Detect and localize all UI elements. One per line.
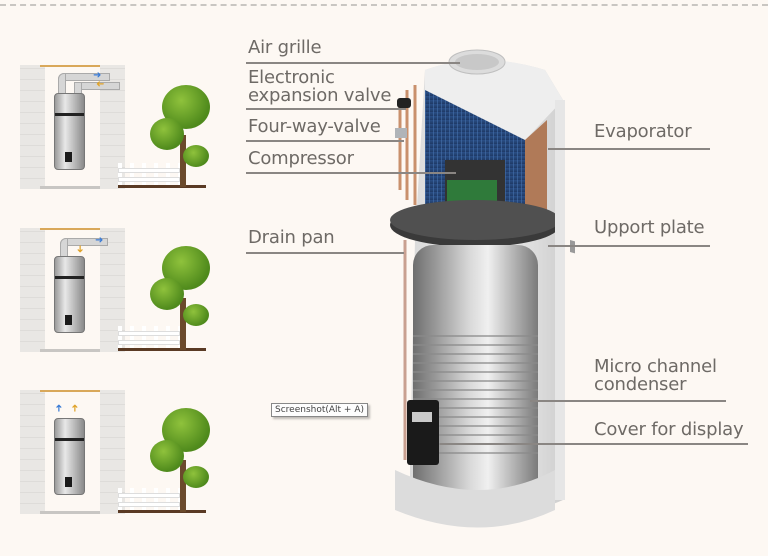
leader-air-grille: [246, 62, 460, 64]
label-support-plate: Upport plate: [594, 217, 705, 238]
leader-evaporator: [548, 148, 710, 150]
base: [395, 470, 555, 528]
ceiling-line: [40, 65, 100, 67]
ground: [118, 510, 206, 513]
water-heater-tank: [54, 418, 85, 495]
support-plate-tab: [570, 240, 575, 254]
leader-compressor: [246, 172, 456, 174]
water-heater-tank: [54, 93, 85, 170]
install-scene-3: ➜ ➜: [0, 380, 210, 520]
arrow-right-blue-icon: ➜: [95, 235, 104, 246]
leader-four-way-valve: [246, 140, 404, 142]
leader-micro-channel-condenser: [530, 400, 726, 402]
label-micro-channel-condenser-1: Micro channel: [594, 356, 717, 377]
tree-foliage-icon: [183, 145, 209, 167]
heat-pump-cutaway: [390, 49, 575, 528]
label-four-way-valve: Four-way-valve: [248, 116, 381, 137]
label-air-grille: Air grille: [248, 37, 322, 58]
wall-left: [20, 228, 45, 352]
top-cap: [425, 60, 563, 140]
leader-support-plate: [548, 245, 710, 247]
shell-edge: [555, 100, 565, 500]
tree-foliage-icon: [183, 304, 209, 326]
ceiling-line: [40, 390, 100, 392]
install-scene-2: ➜ ➜: [0, 218, 210, 358]
fence: [118, 488, 180, 510]
wall-left: [20, 390, 45, 514]
fence: [118, 163, 180, 185]
leader-drain-pan: [246, 252, 404, 254]
ground: [118, 185, 206, 188]
floor-line: [40, 186, 100, 189]
leader-electronic-expansion-valve: [246, 108, 406, 110]
tree-trunk: [180, 135, 186, 187]
label-micro-channel-condenser-2: condenser: [594, 374, 687, 395]
screenshot-tooltip: Screenshot(Alt + A): [271, 403, 368, 417]
dashed-top-border: [0, 4, 768, 6]
label-electronic-expansion-valve-2: expansion valve: [248, 85, 392, 106]
tree-trunk: [180, 460, 186, 512]
label-electronic-expansion-valve-1: Electronic: [248, 67, 335, 88]
label-compressor: Compressor: [248, 148, 354, 169]
display-digits: [412, 412, 432, 422]
water-heater-tank: [54, 256, 85, 333]
wall-right: [100, 390, 125, 514]
arrow-up-yellow-icon: ➜: [70, 403, 82, 413]
copper-pipes: [398, 85, 417, 205]
tree-foliage-icon: [150, 278, 184, 310]
tree-foliage-icon: [150, 118, 184, 150]
arrow-up-blue-icon: ➜: [54, 403, 66, 413]
arrow-left-yellow-icon: ➜: [96, 79, 105, 90]
arrow-right-blue-icon: ➜: [93, 70, 102, 81]
control-display: [407, 400, 439, 465]
tree-trunk: [180, 298, 186, 350]
floor-line: [40, 349, 100, 352]
leader-cover-for-display: [440, 443, 748, 445]
floor-line: [40, 511, 100, 514]
label-evaporator: Evaporator: [594, 121, 692, 142]
fence: [118, 326, 180, 348]
four-way-valve: [395, 128, 407, 138]
label-drain-pan: Drain pan: [248, 227, 335, 248]
wall-left: [20, 65, 45, 189]
tree-foliage-icon: [150, 440, 184, 472]
expansion-valve: [397, 98, 411, 108]
ceiling-line: [40, 228, 100, 230]
label-cover-for-display: Cover for display: [594, 419, 744, 440]
ground: [118, 348, 206, 351]
install-scene-1: ➜ ➜: [0, 55, 210, 195]
tree-foliage-icon: [183, 466, 209, 488]
air-grille-mesh: [455, 54, 499, 70]
wall-right: [100, 228, 125, 352]
arrow-down-yellow-icon: ➜: [74, 244, 86, 254]
